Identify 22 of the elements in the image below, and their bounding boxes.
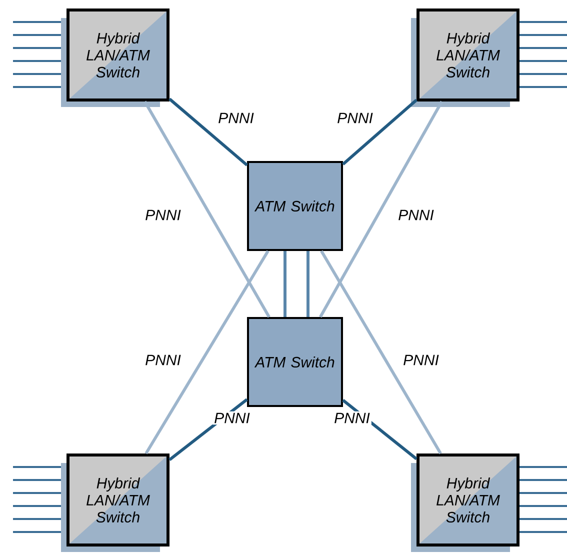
connection-line (168, 98, 248, 166)
connection-line (306, 251, 310, 317)
hybrid-switch-box: Hybrid LAN/ATM Switch (13, 454, 170, 552)
edge-label: PNNI (396, 208, 436, 222)
edge-label: PNNI (144, 208, 182, 222)
edge-label: PNNI (212, 411, 252, 425)
atm-switch-box: ATM Switch (247, 161, 343, 251)
atm-switch-box: ATM Switch (247, 317, 343, 407)
connection-line (342, 98, 418, 166)
edge-label: PNNI (336, 111, 374, 125)
edge-label: PNNI (332, 411, 372, 425)
edge-label: PNNI (144, 353, 182, 367)
hybrid-switch-box: Hybrid LAN/ATM Switch (411, 8, 567, 107)
hybrid-switch-box: Hybrid LAN/ATM Switch (411, 454, 567, 552)
connection-line (284, 251, 286, 317)
hybrid-switch-box: Hybrid LAN/ATM Switch (13, 8, 170, 107)
edge-label: PNNI (402, 353, 440, 367)
connection-line (319, 100, 444, 318)
edge-label: PNNI (216, 111, 256, 125)
connection-line (144, 250, 270, 454)
connection-line (320, 250, 442, 454)
connection-line (144, 100, 270, 318)
